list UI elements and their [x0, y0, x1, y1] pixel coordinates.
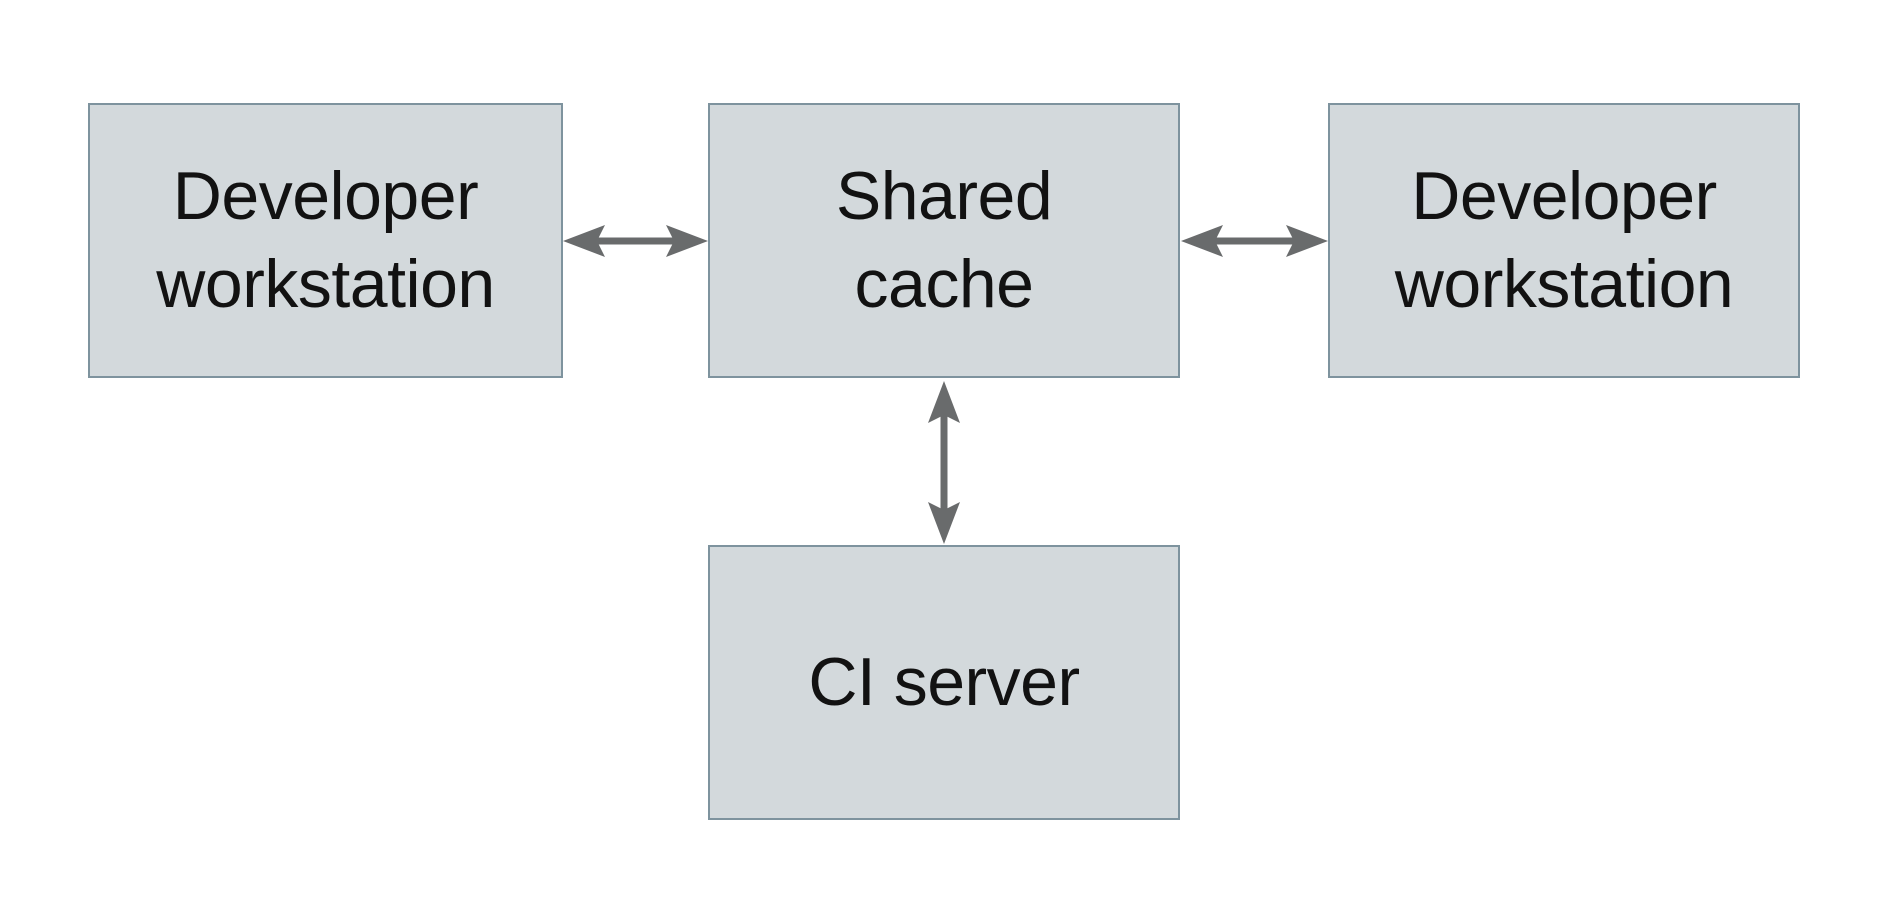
- node-shared-cache-label: Shared cache: [835, 158, 1053, 322]
- node-ci-server-label: CI server: [808, 643, 1080, 720]
- bidirectional-arrow-icon-left: [563, 219, 708, 263]
- node-ci-server: CI server: [708, 545, 1180, 820]
- node-developer-workstation-right-label: Developer workstation: [1394, 158, 1734, 322]
- node-developer-workstation-left: Developer workstation: [88, 103, 563, 378]
- node-developer-workstation-left-label: Developer workstation: [156, 158, 495, 322]
- node-shared-cache: Shared cache: [708, 103, 1180, 378]
- node-developer-workstation-right: Developer workstation: [1328, 103, 1800, 378]
- bidirectional-arrow-icon-right: [1181, 219, 1328, 263]
- bidirectional-arrow-icon-vertical: [922, 381, 966, 544]
